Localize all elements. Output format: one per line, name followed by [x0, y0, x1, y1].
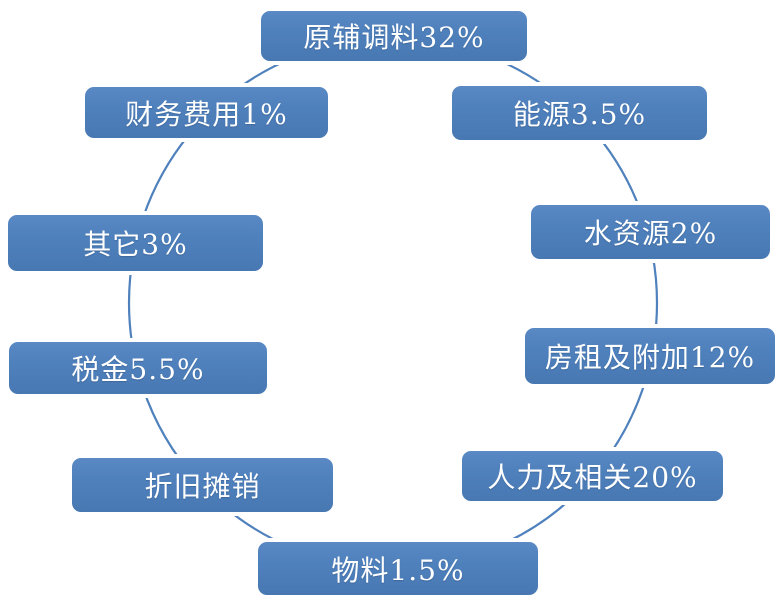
- cycle-node-rent[interactable]: 房租及附加12%: [521, 324, 779, 388]
- cycle-node-water[interactable]: 水资源2%: [527, 201, 774, 263]
- cycle-node-labor[interactable]: 人力及相关20%: [458, 447, 727, 505]
- cycle-node-label: 水资源2%: [583, 217, 718, 250]
- cycle-node-label: 其它3%: [83, 228, 188, 261]
- cycle-node-label: 物料1.5%: [331, 553, 465, 587]
- cycle-node-label: 能源3.5%: [512, 98, 647, 131]
- cycle-node-label: 人力及相关20%: [487, 461, 698, 494]
- cycle-node-finance-fee[interactable]: 财务费用1%: [81, 83, 332, 142]
- cycle-node-label: 原辅调料32%: [303, 21, 485, 54]
- cycle-node-raw-materials[interactable]: 原辅调料32%: [257, 7, 531, 65]
- cycle-node-supplies[interactable]: 物料1.5%: [254, 538, 542, 599]
- cycle-node-depreciation[interactable]: 折旧摊销: [68, 454, 337, 516]
- cycle-node-energy[interactable]: 能源3.5%: [448, 82, 711, 144]
- cycle-node-label: 折旧摊销: [144, 470, 261, 503]
- cycle-node-other[interactable]: 其它3%: [4, 211, 267, 275]
- cycle-node-label: 税金5.5%: [71, 353, 205, 386]
- cycle-node-label: 财务费用1%: [125, 97, 288, 131]
- cycle-node-tax[interactable]: 税金5.5%: [5, 338, 271, 398]
- cycle-node-label: 房租及附加12%: [544, 341, 756, 374]
